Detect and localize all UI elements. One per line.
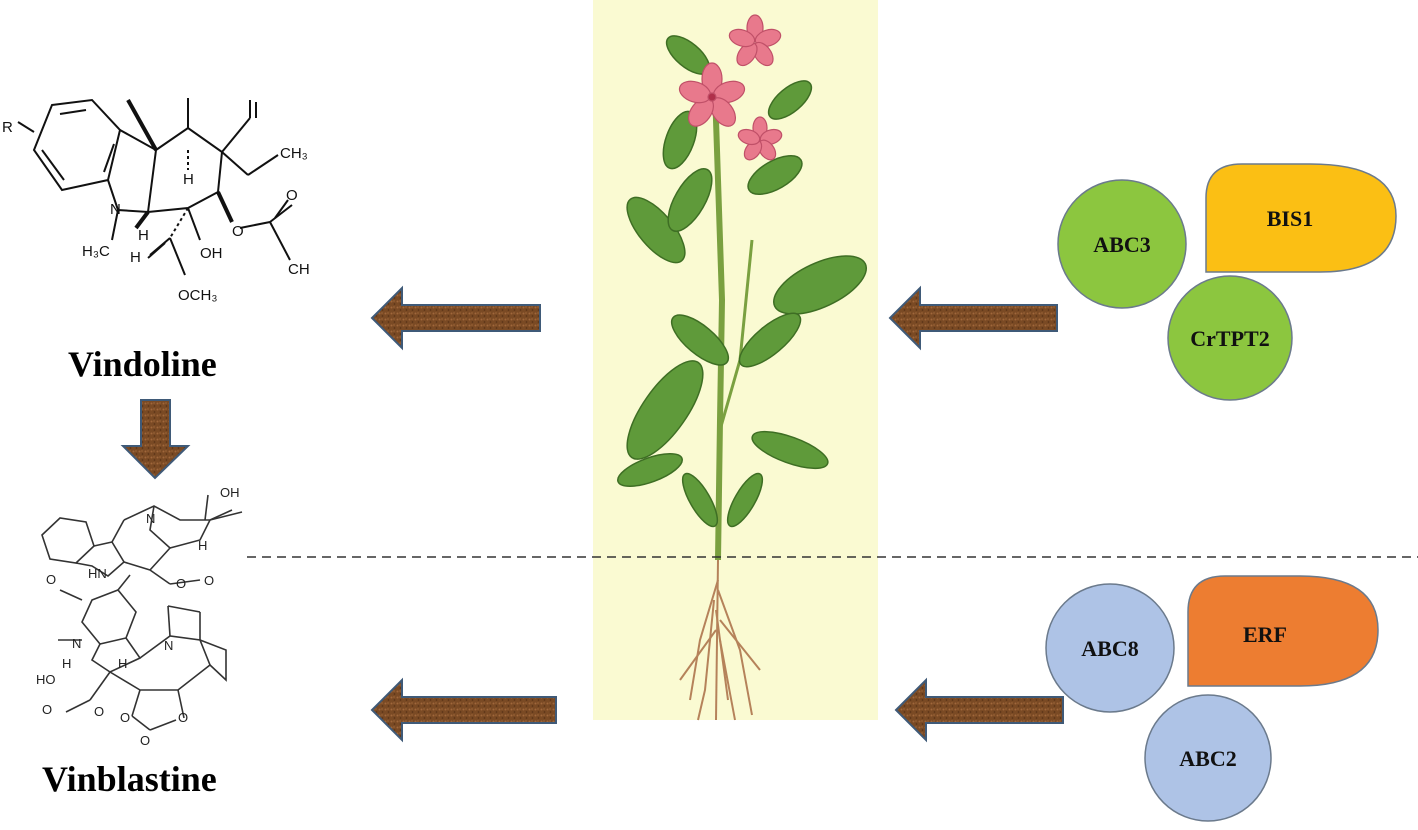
node-crtpt2-label: CrTPT2: [1190, 326, 1269, 351]
svg-text:H: H: [198, 538, 207, 553]
arrow-regulators-to-plant-upper: [888, 285, 1058, 351]
svg-text:O: O: [46, 572, 56, 587]
vindoline-label: Vindoline: [68, 344, 217, 384]
node-abc2-label: ABC2: [1179, 746, 1236, 771]
svg-text:O: O: [178, 710, 188, 725]
svg-text:H: H: [130, 249, 141, 266]
svg-text:HN: HN: [88, 566, 107, 581]
node-abc3: ABC3: [1057, 179, 1187, 309]
arrow-plant-to-vindoline: [370, 285, 541, 351]
vinblastine-atom-labels: OH N H HN O O O N H H N HO O O O O O: [36, 485, 240, 748]
vindoline-structure: [17, 98, 293, 276]
svg-text:O: O: [120, 710, 130, 725]
arrow-regulators-to-plant-lower: [894, 677, 1064, 743]
svg-text:H: H: [183, 171, 194, 188]
svg-text:N: N: [146, 511, 155, 526]
vindoline-atom-labels: R N H H₃C H OH O OCH₃ O CH₃ CH H: [2, 119, 310, 304]
svg-text:OH: OH: [200, 245, 223, 262]
svg-text:N: N: [110, 201, 121, 218]
node-abc3-label: ABC3: [1093, 232, 1150, 257]
svg-text:N: N: [164, 638, 173, 653]
svg-text:OCH₃: OCH₃: [178, 287, 217, 304]
svg-text:CH: CH: [288, 261, 310, 278]
node-erf-label: ERF: [1243, 622, 1287, 647]
svg-text:H: H: [118, 656, 127, 671]
svg-text:H₃C: H₃C: [82, 243, 110, 260]
svg-text:HO: HO: [36, 672, 56, 687]
svg-text:H: H: [138, 227, 149, 244]
node-abc2: ABC2: [1144, 694, 1272, 822]
svg-text:OH: OH: [220, 485, 240, 500]
svg-text:O: O: [232, 223, 244, 240]
svg-text:R: R: [2, 119, 13, 136]
svg-text:O: O: [140, 733, 150, 748]
periwinkle-plant-illustration: [593, 0, 878, 721]
svg-text:O: O: [176, 576, 186, 591]
vinblastine-label: Vinblastine: [42, 759, 217, 799]
arrow-vindoline-to-vinblastine: [120, 399, 191, 480]
svg-text:CH₃: CH₃: [280, 145, 308, 162]
node-erf: ERF: [1187, 575, 1379, 687]
svg-text:N: N: [72, 636, 81, 651]
svg-text:O: O: [94, 704, 104, 719]
node-bis1-label: BIS1: [1267, 206, 1313, 231]
svg-text:H: H: [62, 656, 71, 671]
node-bis1: BIS1: [1205, 163, 1397, 273]
node-abc8-label: ABC8: [1081, 636, 1138, 661]
svg-text:O: O: [204, 573, 214, 588]
svg-text:O: O: [42, 702, 52, 717]
node-crtpt2: CrTPT2: [1167, 275, 1293, 401]
arrow-plant-to-vinblastine: [370, 677, 557, 743]
vinblastine-structure: [41, 494, 243, 731]
node-abc8: ABC8: [1045, 583, 1175, 713]
svg-text:O: O: [286, 187, 298, 204]
